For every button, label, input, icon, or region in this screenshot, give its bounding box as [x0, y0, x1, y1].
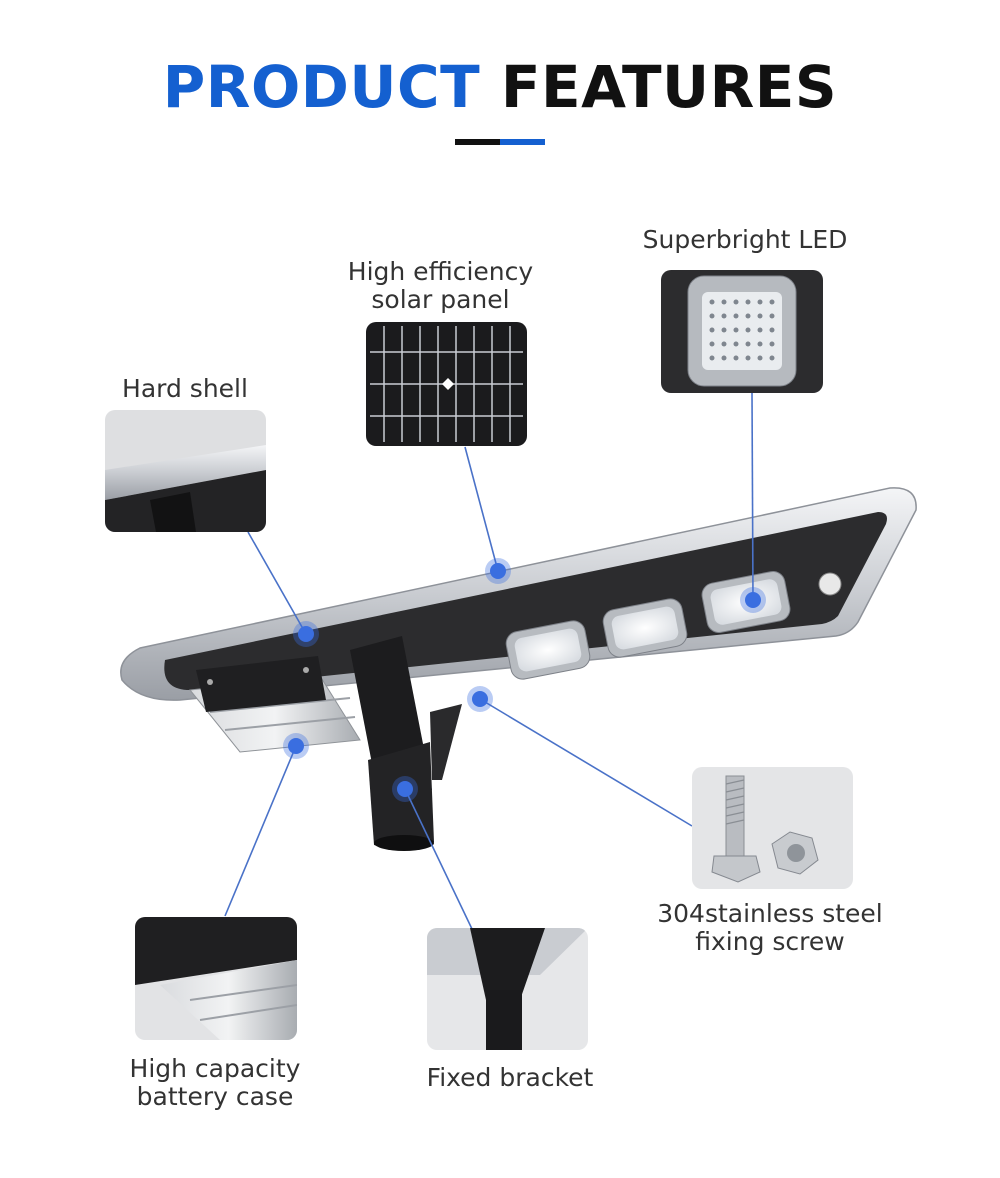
label-fixed-bracket: Fixed bracket: [405, 1064, 615, 1092]
callout-dots: [283, 558, 766, 802]
label-line: High efficiency: [347, 257, 534, 286]
lamp-body: [120, 487, 917, 701]
label-line: 304stainless steel: [657, 899, 883, 928]
thumb-hard-shell: [105, 410, 266, 532]
callout-lines: [224, 392, 754, 930]
sensor-icon: [818, 572, 842, 596]
label-line: Superbright LED: [642, 225, 848, 254]
label-line: High capacity: [129, 1054, 301, 1083]
thumb-led: [661, 270, 823, 393]
thumb-screw: [692, 767, 853, 889]
label-hard-shell: Hard shell: [90, 375, 280, 403]
label-line: Fixed bracket: [426, 1063, 594, 1092]
label-superbright-led: Superbright LED: [620, 226, 870, 254]
label-line: fixing screw: [695, 927, 845, 956]
label-solar-panel: High efficiency solar panel: [318, 258, 563, 314]
label-line: battery case: [136, 1082, 294, 1111]
thumb-bracket: [427, 928, 588, 1050]
title-underline-blue: [500, 139, 545, 145]
label-line: solar panel: [371, 285, 510, 314]
page-title: PRODUCT FEATURES: [0, 52, 1000, 122]
thumb-solar-panel: [366, 322, 527, 446]
thumb-battery: [135, 917, 297, 1040]
title-word-features: FEATURES: [500, 53, 838, 121]
label-battery-case: High capacity battery case: [100, 1055, 330, 1111]
battery-case: [189, 656, 361, 753]
title-word-product: PRODUCT: [162, 53, 481, 121]
title-underline-black: [455, 139, 500, 145]
label-line: Hard shell: [122, 374, 248, 403]
label-fixing-screw: 304stainless steel fixing screw: [640, 900, 900, 956]
